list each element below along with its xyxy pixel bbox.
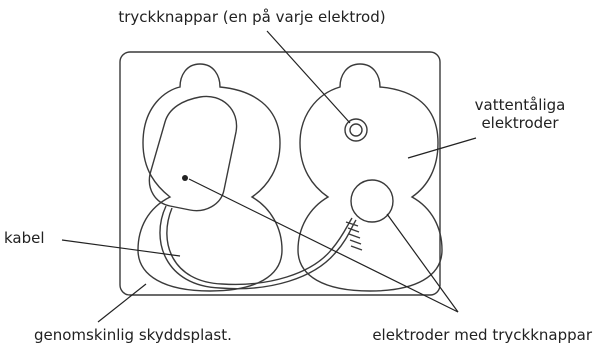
left-lead-connector [148, 95, 238, 212]
snap-button-outer [344, 118, 368, 142]
label-protective-plastic: genomskinlig skyddsplast. [34, 326, 232, 344]
leader-snap-buttons [266, 30, 351, 124]
label-electrodes-with-snaps: elektroder med tryckknappar [372, 326, 593, 344]
label-snap-buttons: tryckknappar (en på varje elektrod) [118, 8, 385, 26]
cable-inner [166, 207, 353, 286]
leader-protective-plastic [97, 283, 147, 323]
label-waterproof-line1: vattentåliga [475, 96, 566, 114]
label-cable: kabel [4, 229, 45, 247]
leader-electrodes-snaps-right [386, 213, 459, 313]
snap-button-inner [349, 123, 363, 137]
leader-electrodes-snaps-left [188, 178, 459, 313]
leader-cable [61, 239, 181, 257]
left-electrode-outline [137, 63, 283, 292]
cable-strain-relief [345, 221, 363, 251]
right-electrode-outline [297, 63, 443, 292]
label-waterproof-line2: elektroder [481, 114, 559, 132]
leader-waterproof [407, 137, 477, 159]
connector-dot [182, 175, 188, 181]
right-lead-connector [350, 179, 394, 223]
protective-plastic-sheet [119, 51, 441, 296]
